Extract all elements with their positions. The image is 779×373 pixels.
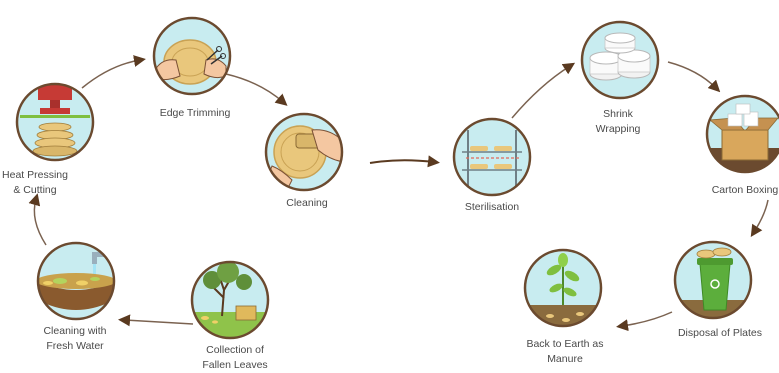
arrow-heat-to-edge (82, 60, 140, 88)
label-disposal: Disposal of Plates (660, 326, 779, 341)
arrow-to-sterilisation (370, 160, 434, 163)
step-edge-trimming (154, 18, 230, 94)
label-fresh-water: Cleaning with Fresh Water (20, 324, 130, 354)
label-back-to-earth: Back to Earth as Manure (505, 337, 625, 367)
step-disposal (675, 242, 755, 320)
arrow-carton-to-disposal (754, 200, 768, 232)
step-heat-pressing (17, 84, 93, 160)
label-cleaning: Cleaning (262, 196, 352, 211)
step-cleaning (266, 114, 344, 192)
label-carton-boxing: Carton Boxing (690, 183, 779, 198)
arrow-ster-to-shrink (512, 66, 570, 118)
step-sterilisation (454, 119, 530, 195)
arrow-disposal-to-earth (622, 312, 672, 326)
label-edge-trimming: Edge Trimming (140, 106, 250, 121)
label-shrink-wrapping: Shrink Wrapping (578, 107, 658, 137)
step-collection (190, 261, 270, 342)
arrow-collection-to-fresh (124, 320, 193, 324)
arrow-shrink-to-carton (668, 62, 716, 88)
step-back-to-earth (520, 250, 610, 335)
label-heat-pressing: Heat Pressing & Cutting (0, 168, 70, 198)
label-sterilisation: Sterilisation (437, 200, 547, 215)
arrow-fresh-to-heat (34, 199, 46, 245)
step-fresh-water (36, 243, 116, 319)
label-collection: Collection of Fallen Leaves (180, 343, 290, 373)
arrow-edge-to-cleaning (226, 74, 283, 102)
step-shrink-wrapping (582, 22, 658, 98)
step-carton-boxing (700, 96, 779, 178)
